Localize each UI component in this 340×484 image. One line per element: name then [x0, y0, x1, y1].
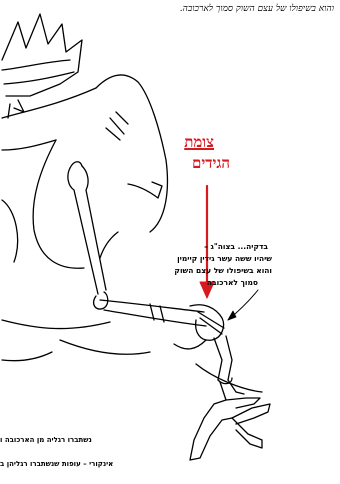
annotation-line-1: בדקיה... בצוה"ג – — [204, 241, 268, 254]
title-line-1: צומת — [184, 133, 214, 152]
bird-body — [2, 75, 262, 392]
wing-feathers — [2, 14, 82, 96]
tendon-junction — [190, 305, 232, 384]
tibia-bone — [100, 300, 206, 326]
footer-line-1: נשתברו רגליה מן הארכובה ו — [0, 436, 92, 444]
annotation-leader-line — [228, 290, 258, 320]
annotation-line-3: והוא בשיפולו של עצם השוק — [174, 265, 272, 278]
top-caption: והוא בשיפולו של עצם השוק סמוך לארכובה. — [180, 3, 334, 14]
footer-line-2: אינקורי – עופות שנשתברו רגליהן ב — [0, 460, 113, 468]
title-line-2: הגידים — [192, 154, 230, 173]
annotation-line-2: שיהיו ששה עשר גידין קיימין — [177, 253, 272, 266]
annotation-line-4: סמוך לארכובה — [207, 277, 258, 290]
femur-bone — [68, 162, 108, 309]
